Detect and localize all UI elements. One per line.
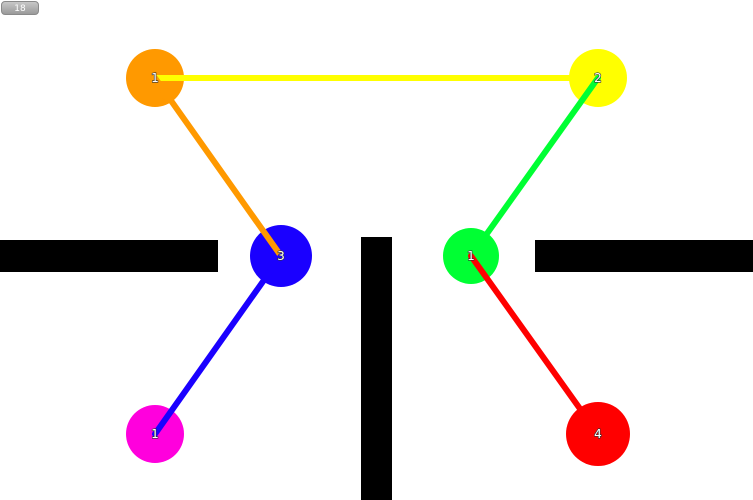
wall-left bbox=[0, 240, 218, 272]
link-line[interactable] bbox=[468, 75, 601, 259]
link-green-red[interactable] bbox=[468, 253, 601, 437]
links-layer bbox=[152, 72, 601, 437]
labels-layer: 1 2 3 1 1 4 bbox=[151, 70, 603, 441]
link-green-yellow[interactable] bbox=[468, 75, 601, 259]
node-label: 1 bbox=[467, 249, 475, 263]
link-orange-yellow[interactable] bbox=[152, 72, 601, 84]
nodes-layer bbox=[126, 49, 630, 466]
node-label: 4 bbox=[594, 427, 602, 441]
node-label: 3 bbox=[277, 249, 285, 263]
move-counter: 18 bbox=[1, 1, 39, 15]
wall-center bbox=[361, 237, 392, 500]
link-knob bbox=[572, 72, 585, 84]
node-label: 1 bbox=[151, 71, 159, 85]
link-knob bbox=[160, 88, 173, 101]
node-label: 1 bbox=[151, 427, 159, 441]
wall-right bbox=[535, 240, 753, 272]
link-line[interactable] bbox=[468, 253, 601, 437]
link-blue-orange[interactable] bbox=[152, 75, 284, 259]
node-label: 2 bbox=[594, 71, 602, 85]
link-line[interactable] bbox=[152, 75, 284, 259]
link-magenta-blue[interactable] bbox=[152, 253, 284, 437]
link-line[interactable] bbox=[152, 253, 284, 437]
